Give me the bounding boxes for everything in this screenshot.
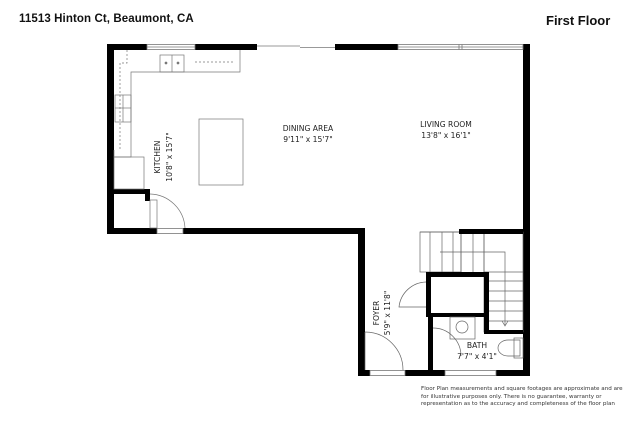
bath-dimensions: 7'7" x 4'1" [457, 352, 497, 361]
exterior-walls [107, 44, 530, 376]
interior-walls [426, 229, 523, 373]
dining-area-dimensions: 9'11" x 15'7" [283, 135, 332, 144]
windows [146, 44, 524, 376]
dining-area-label: DINING AREA [283, 124, 334, 133]
kitchen-fixtures [113, 50, 244, 229]
bath-label: BATH [467, 341, 487, 350]
floor-title: First Floor [546, 13, 611, 28]
stairs [419, 231, 524, 333]
living-room-label: LIVING ROOM [420, 120, 472, 129]
property-address: 11513 Hinton Ct, Beaumont, CA [19, 13, 194, 25]
living-room-dimensions: 13'8" x 16'1" [421, 131, 470, 140]
kitchen-dimensions: 10'8" x 15'7" [165, 132, 174, 181]
disclaimer: Floor Plan measurements and square foota… [421, 386, 623, 408]
foyer-dimensions: 5'9" x 11'8" [383, 291, 392, 336]
foyer-label: FOYER [372, 300, 381, 325]
room-labels: KITCHEN 10'8" x 15'7" DINING AREA 9'11" … [153, 120, 497, 361]
foyer-bath-fixtures [364, 281, 524, 371]
kitchen-label: KITCHEN [153, 141, 162, 174]
